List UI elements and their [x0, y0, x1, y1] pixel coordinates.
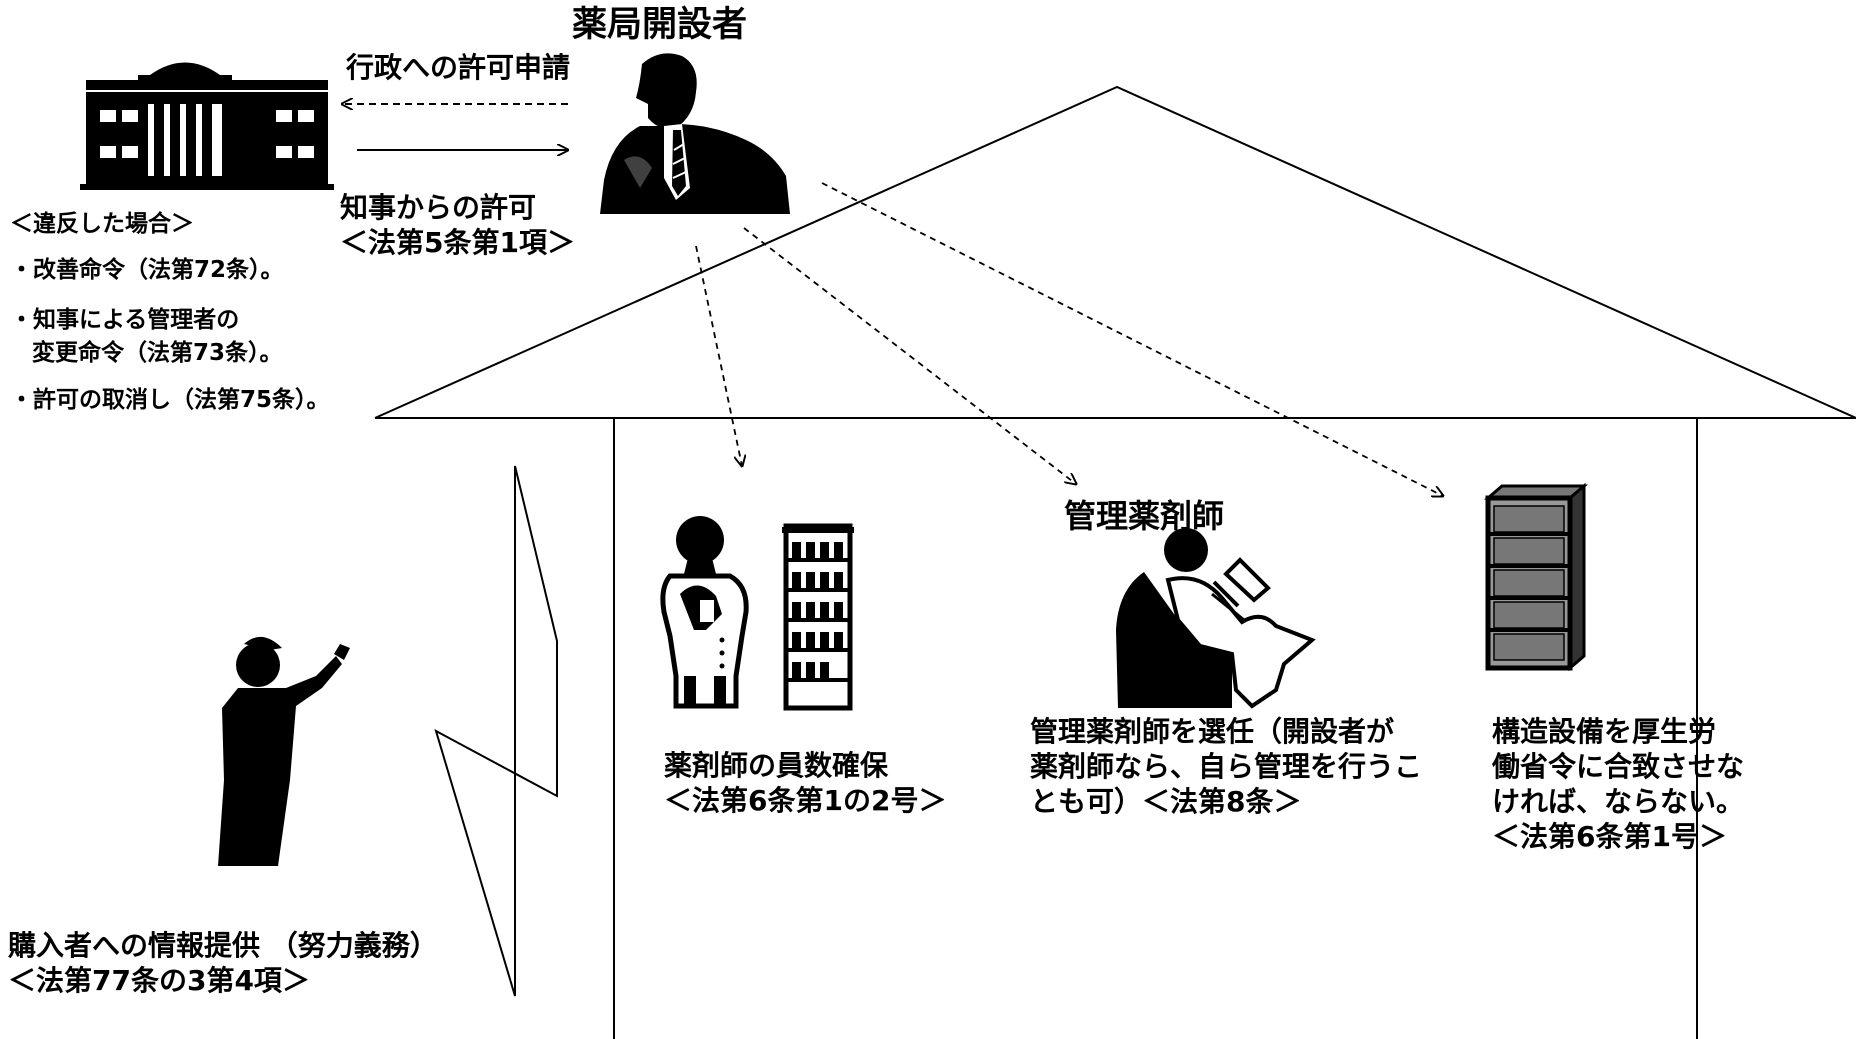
manager-line-1: 管理薬剤師を選任（開設者が — [1030, 715, 1395, 748]
violation-item-continued: 変更命令（法第73条）。 — [32, 340, 283, 366]
facility-label: 構造設備を厚生労 働省令に合致させな ければ、ならない。 ＜法第6条第1号＞ — [1492, 714, 1744, 854]
permission-label: 知事からの許可 ＜法第5条第1項＞ — [340, 190, 575, 260]
pharmacist-count-line-2: ＜法第6条第1の2号＞ — [664, 784, 947, 817]
businessman-icon — [600, 53, 790, 214]
facility-line-2: 働省令に合致させな — [1492, 750, 1745, 783]
pharmacist-icon — [660, 516, 749, 709]
permission-line-1: 知事からの許可 — [340, 191, 537, 224]
arrow-to-facility — [821, 182, 1443, 496]
violation-item: ・改善命令（法第72条）。 — [10, 257, 284, 283]
owner-label: 薬局開設者 — [572, 5, 748, 45]
manager-label: 管理薬剤師を選任（開設者が 薬剤師なら、自ら管理を行うこ とも可）＜法第8条＞ — [1030, 714, 1422, 819]
manager-line-3: とも可）＜法第8条＞ — [1030, 785, 1302, 818]
arrow-to-pharmacist-count — [695, 245, 742, 466]
facility-line-3: ければ、ならない。 — [1492, 785, 1745, 818]
customer-icon — [218, 636, 350, 866]
bookshelf-icon — [1483, 482, 1589, 672]
house-roof — [374, 85, 1856, 419]
info-line-2: ＜法第77条の3第4項＞ — [8, 964, 310, 997]
violation-item: ・許可の取消し（法第75条）。 — [10, 387, 330, 413]
pharmacist-count-line-1: 薬剤師の員数確保 — [664, 749, 889, 782]
pharmacist-count-label: 薬剤師の員数確保 ＜法第6条第1の2号＞ — [664, 748, 946, 818]
violation-item: ・知事による管理者の — [10, 307, 240, 333]
application-label: 行政への許可申請 — [346, 51, 571, 84]
manager-title: 管理薬剤師 — [1064, 497, 1225, 535]
medicine-shelf-icon — [782, 523, 854, 711]
info-provision-label: 購入者への情報提供 （努力義務） ＜法第77条の3第4項＞ — [8, 928, 438, 998]
arrow-to-manager — [743, 227, 1076, 484]
manager-line-2: 薬剤師なら、自ら管理を行うこ — [1030, 750, 1423, 783]
info-provision-arrow — [434, 465, 558, 997]
facility-line-4: ＜法第6条第1号＞ — [1492, 820, 1727, 853]
manager-writing-icon — [1116, 528, 1316, 709]
house-outline — [374, 85, 1856, 1039]
facility-line-1: 構造設備を厚生労 — [1492, 715, 1717, 748]
info-line-1: 購入者への情報提供 （努力義務） — [8, 929, 438, 962]
permission-line-2: ＜法第5条第1項＞ — [340, 226, 575, 259]
violation-heading: ＜違反した場合＞ — [10, 211, 194, 237]
government-building-icon — [80, 62, 334, 190]
